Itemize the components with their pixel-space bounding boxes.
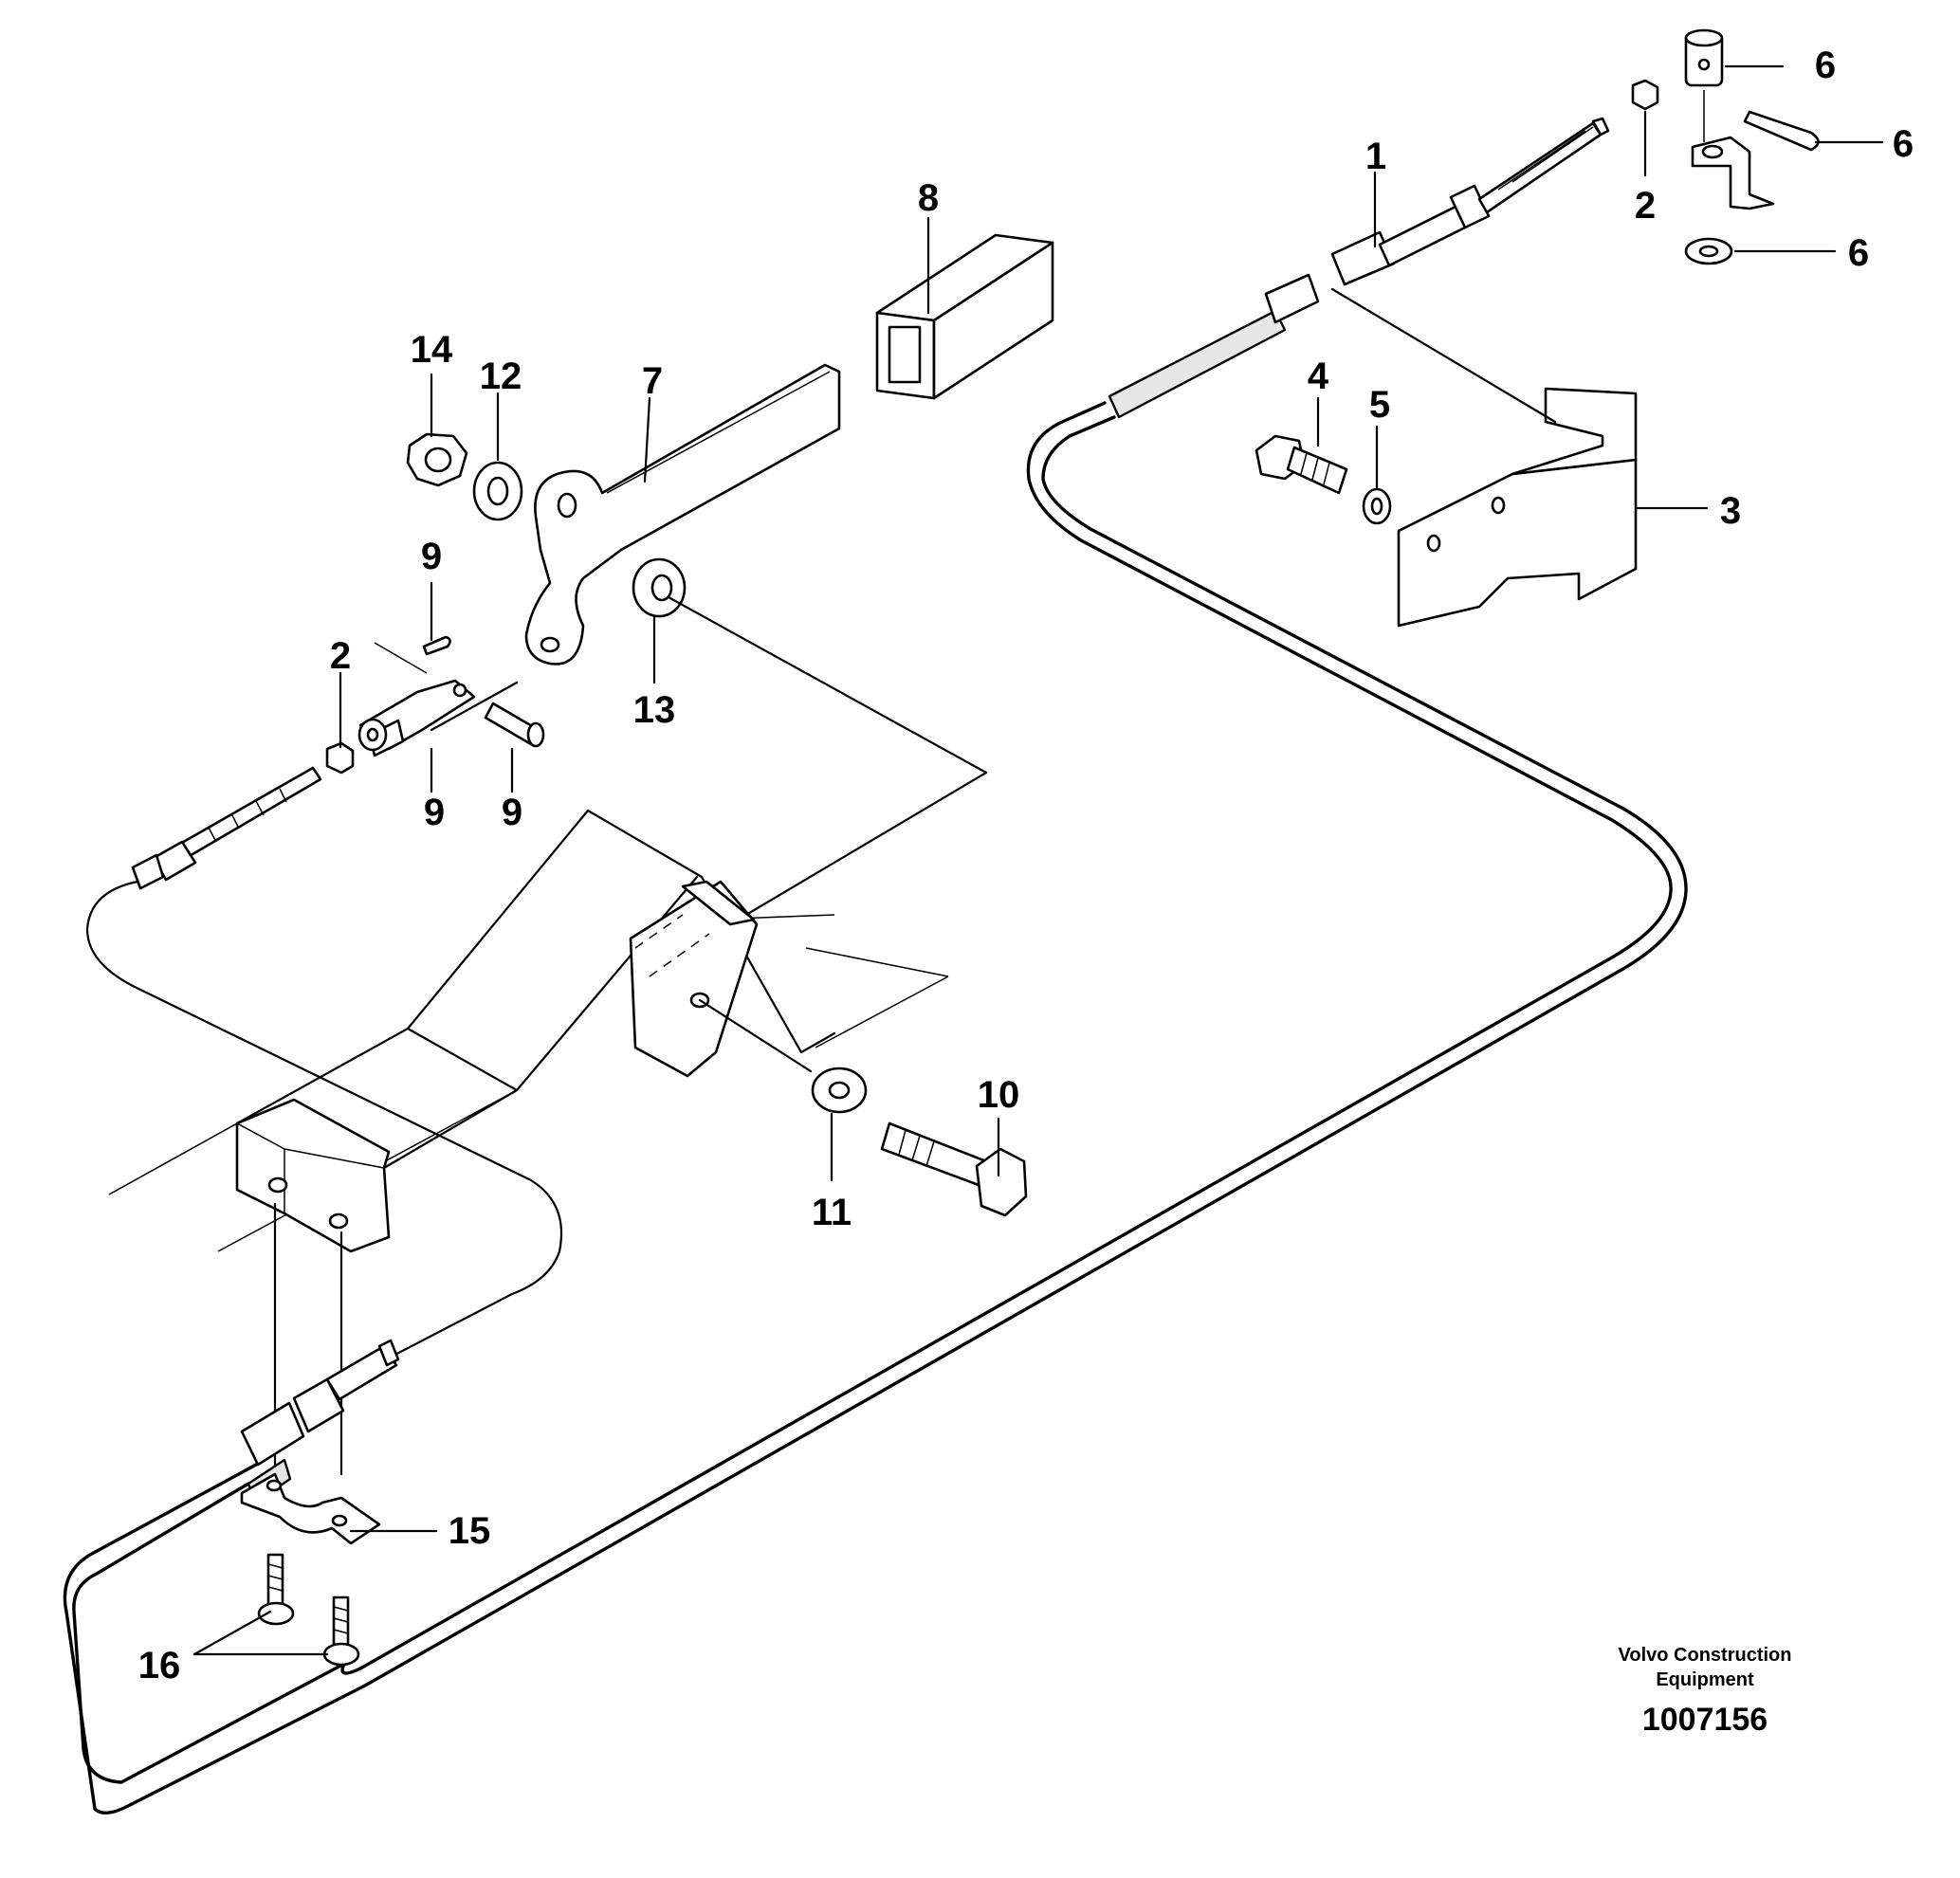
- callout-6-washer: 6: [1848, 232, 1869, 274]
- callout-5: 5: [1369, 384, 1390, 426]
- lever-arm-7: [524, 363, 841, 666]
- callout-9-pin: 9: [502, 792, 522, 833]
- callout-1: 1: [1365, 136, 1386, 177]
- pin-6: [1684, 28, 1724, 142]
- callout-labels: 1 2 2 3 4 5 6 6 6 7 8 9 9 9 10 11 12 13 …: [138, 45, 1914, 1687]
- washer-11: [811, 1067, 868, 1114]
- hex-bolt-4: [1255, 434, 1348, 495]
- callout-9-clevis: 9: [424, 792, 445, 833]
- block-8: [875, 233, 1054, 400]
- cable-end-top: [1108, 117, 1610, 419]
- callout-7: 7: [642, 360, 663, 402]
- split-pin-9: [422, 635, 451, 656]
- washer-5: [1362, 487, 1392, 525]
- brand-line-2: Equipment: [1656, 1669, 1754, 1690]
- callout-15: 15: [449, 1510, 491, 1552]
- callout-9-top: 9: [421, 536, 442, 577]
- callout-6-cotter: 6: [1893, 123, 1914, 165]
- callout-2-left: 2: [330, 635, 351, 677]
- clevis-pin-9: [484, 702, 545, 748]
- screw-16-right: [322, 1595, 360, 1667]
- washer-12: [472, 461, 523, 521]
- callout-13: 13: [633, 689, 676, 731]
- cable-end-left: [131, 766, 322, 890]
- callout-6-pin: 6: [1815, 45, 1836, 86]
- control-cable-loop: [63, 401, 1688, 1814]
- document-number: 1007156: [1642, 1702, 1768, 1738]
- callout-2-top: 2: [1635, 185, 1656, 227]
- clamp-15: [240, 1472, 381, 1545]
- callout-8: 8: [918, 177, 939, 219]
- chassis-frame: [108, 809, 949, 1476]
- screw-16-left: [257, 1553, 295, 1626]
- callout-12: 12: [480, 356, 522, 397]
- washer-13: [632, 557, 988, 926]
- callout-14: 14: [411, 329, 453, 371]
- washer-6: [1684, 237, 1733, 265]
- hex-bolt-10: [880, 1121, 1028, 1217]
- cotter-pin-6: [1743, 110, 1820, 152]
- callout-11: 11: [812, 1192, 852, 1233]
- branding-block: Volvo Construction Equipment 1007156: [1619, 1645, 1792, 1738]
- clevis-9: [357, 642, 519, 757]
- cable-bracket: [1397, 387, 1638, 628]
- lock-nut-14: [406, 432, 468, 487]
- leader-lines: [192, 64, 1884, 1656]
- callout-10: 10: [978, 1074, 1020, 1116]
- callout-4: 4: [1308, 356, 1329, 397]
- callout-16: 16: [138, 1645, 181, 1687]
- lever-plate-6: [1691, 136, 1775, 210]
- cable-end-lower: [240, 1339, 400, 1505]
- nut-2-top: [1631, 79, 1659, 111]
- callout-3: 3: [1720, 490, 1741, 532]
- brand-line-1: Volvo Construction: [1619, 1645, 1792, 1666]
